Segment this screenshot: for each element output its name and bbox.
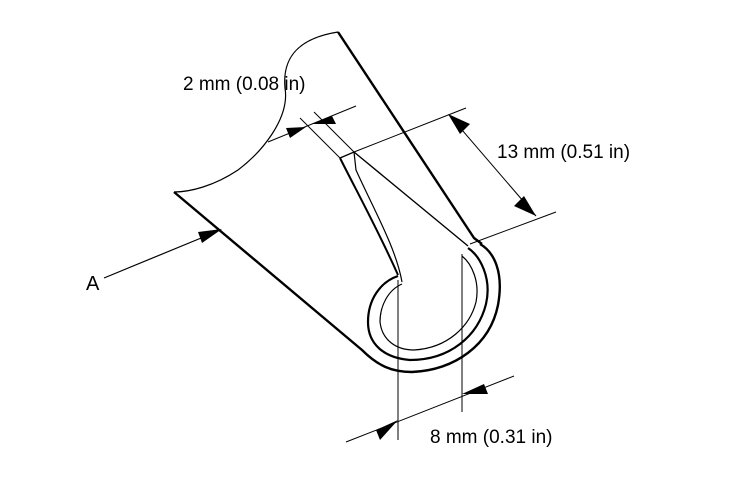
view-arrow-line: [103, 235, 207, 279]
view-arrow-head: [198, 229, 222, 243]
slot-left-wall: [339, 157, 399, 276]
slot-right-wall: [353, 151, 403, 283]
strip-outer-edge: [173, 191, 501, 374]
depth-arrow-top: [448, 114, 470, 134]
strip-top-edge: [336, 31, 483, 245]
thickness-dimension-label: 2 mm (0.08 in): [183, 74, 306, 95]
width-arrow-right: [462, 384, 488, 394]
hook-curl-inner: [379, 255, 478, 351]
depth-dimension-label: 13 mm (0.51 in): [497, 142, 631, 163]
view-arrow-label: A: [86, 273, 100, 295]
width-dimension-line: [345, 375, 515, 443]
thickness-arrow-left: [286, 127, 306, 138]
thickness-extension-line-2: [313, 111, 355, 153]
thickness-extension-line-1: [299, 117, 341, 159]
width-dimension-label: 8 mm (0.31 in): [430, 427, 553, 448]
break-line: [173, 31, 339, 193]
thickness-arrow-right: [312, 116, 336, 124]
hook-curl-outer: [366, 247, 489, 362]
depth-extension-line-2: [469, 211, 557, 245]
depth-arrow-bottom: [514, 196, 536, 216]
width-arrow-left: [376, 420, 398, 440]
depth-extension-line-1: [353, 107, 467, 153]
